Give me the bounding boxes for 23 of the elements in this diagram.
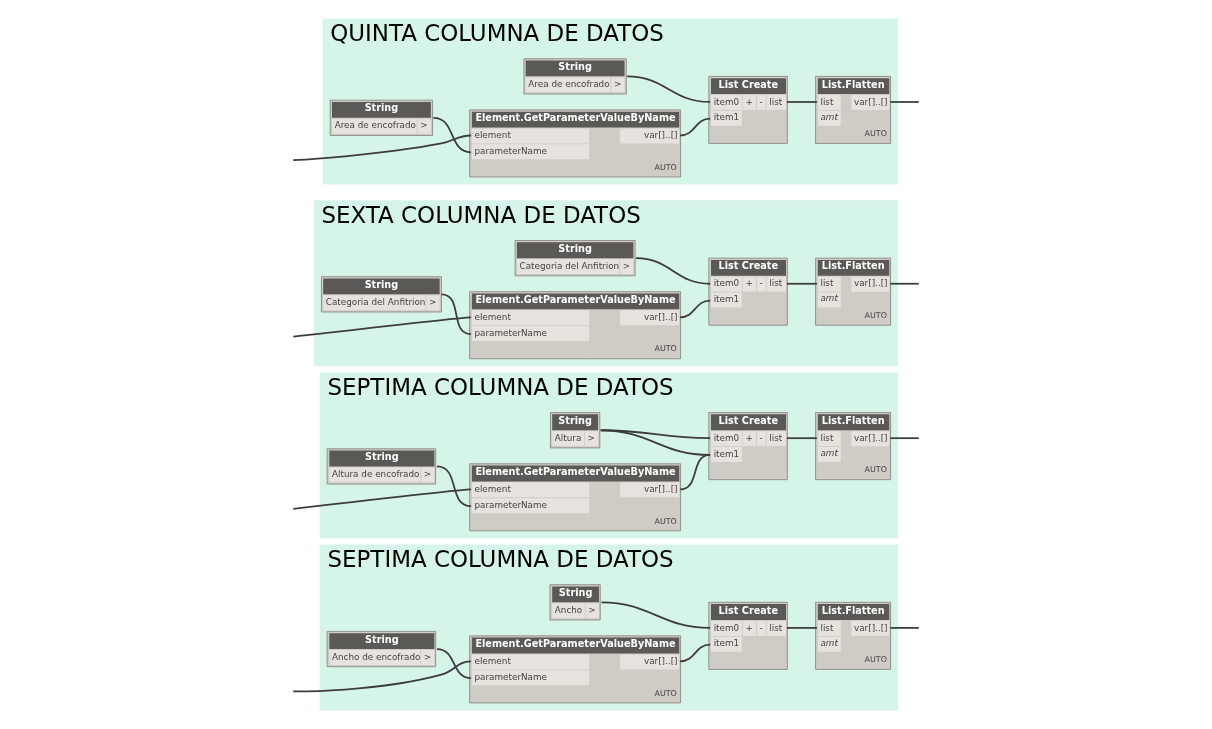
connector xyxy=(600,601,711,629)
connector xyxy=(786,282,818,285)
connector xyxy=(786,627,818,629)
connector xyxy=(889,437,920,440)
connector xyxy=(889,627,920,629)
connector xyxy=(436,648,472,680)
connector xyxy=(436,465,472,507)
connector xyxy=(635,257,711,285)
connector xyxy=(889,101,920,103)
connector xyxy=(679,117,711,137)
connector xyxy=(679,299,711,319)
connector xyxy=(440,293,472,335)
connector xyxy=(786,101,818,103)
connector xyxy=(432,116,472,154)
connector xyxy=(292,316,472,338)
connector xyxy=(292,660,472,693)
connector xyxy=(786,437,818,440)
connector xyxy=(292,488,472,510)
connector xyxy=(292,134,472,162)
connector xyxy=(679,643,711,663)
connector xyxy=(599,429,711,456)
connector xyxy=(889,282,920,285)
connector xyxy=(626,75,711,103)
